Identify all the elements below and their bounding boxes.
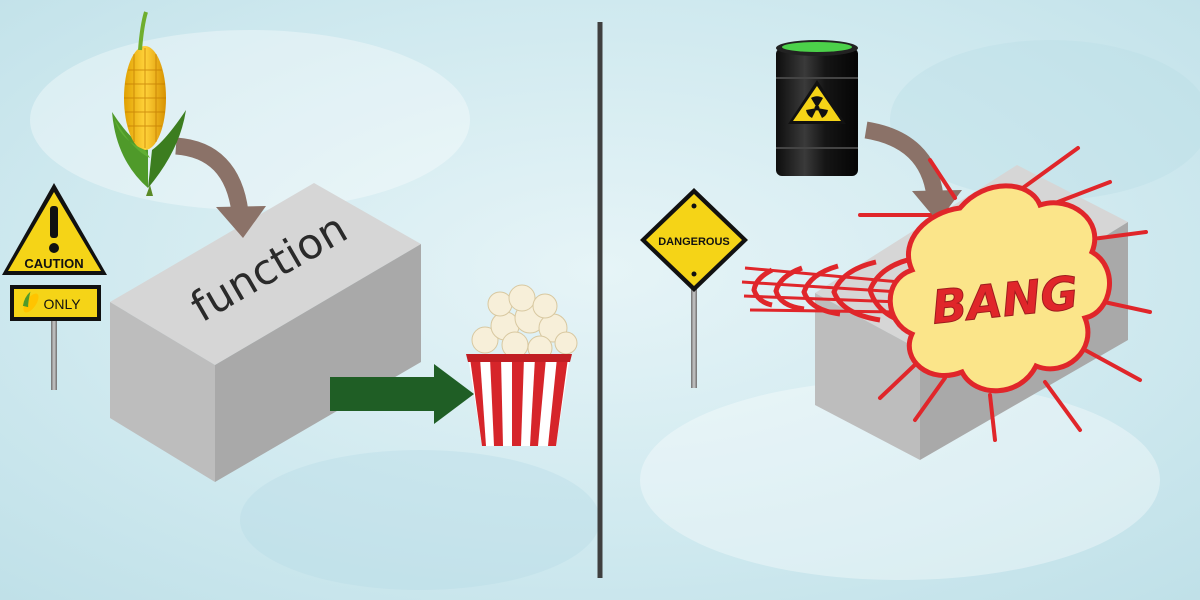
function-box-front <box>110 302 215 482</box>
caution-sign: CAUTION ONLY <box>2 183 107 390</box>
explosion-burst: BANG <box>741 146 1152 442</box>
explosion-cloud <box>887 183 1112 394</box>
right-panel: DANGEROUS <box>640 40 1152 460</box>
corn-only-plate-text: ONLY <box>43 296 81 312</box>
radiation-trefoil-icon <box>806 96 828 118</box>
output-arrow <box>330 364 474 424</box>
exclamation-icon <box>50 206 58 238</box>
dangerous-sign-title: DANGEROUS <box>658 236 730 248</box>
mini-corn-icon <box>22 291 39 313</box>
function-box-side <box>215 244 421 482</box>
hazard-curved-arrow <box>864 121 962 222</box>
explosion-spikes <box>858 146 1152 442</box>
function-box-top <box>110 183 421 365</box>
corn-cob-icon <box>112 11 186 196</box>
caution-sign-title: CAUTION <box>24 256 83 271</box>
dangerous-sign: DANGEROUS <box>640 188 748 388</box>
input-curved-arrow <box>175 137 266 238</box>
popcorn-bucket-icon <box>466 284 578 446</box>
radioactive-barrel-icon <box>776 40 858 176</box>
caution-sign-pole <box>51 318 57 390</box>
motion-streaks <box>741 266 901 314</box>
dangerous-sign-pole <box>691 280 697 388</box>
